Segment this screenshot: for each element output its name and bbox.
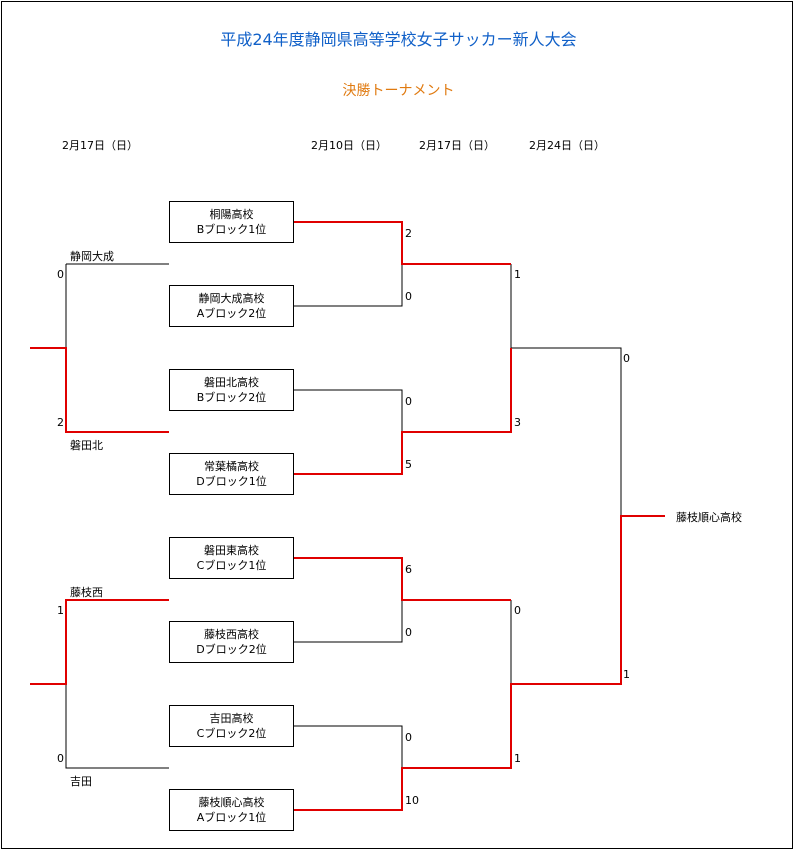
bracket-line xyxy=(65,600,169,769)
team-seed: Dブロック1位 xyxy=(196,475,267,488)
playoff-team: 静岡大成 xyxy=(70,250,114,263)
champion-name: 藤枝順心高校 xyxy=(676,511,742,524)
win-line xyxy=(294,221,511,265)
date-playoff: 2月17日（日） xyxy=(62,139,138,152)
team-seed: Dブロック2位 xyxy=(196,643,267,656)
bracket-line xyxy=(294,725,403,768)
team-name: 磐田東高校 xyxy=(204,544,259,557)
team-seed: Bブロック2位 xyxy=(196,391,267,404)
team-name: 吉田高校 xyxy=(209,712,254,725)
date-round1: 2月10日（日） xyxy=(311,139,387,152)
playoff-score: 1 xyxy=(57,604,64,617)
team-name: 常葉橘高校 xyxy=(204,460,259,473)
playoff-team: 磐田北 xyxy=(70,439,103,452)
team-name: 桐陽高校 xyxy=(209,208,254,221)
team-box: 静岡大成高校 Aブロック2位 xyxy=(169,285,294,327)
team-name: 静岡大成高校 xyxy=(198,292,265,305)
round1-score: 6 xyxy=(405,563,412,576)
team-box: 磐田北高校 Bブロック2位 xyxy=(169,369,294,411)
round1-score: 0 xyxy=(405,395,412,408)
team-seed: Cブロック1位 xyxy=(196,559,267,572)
win-line xyxy=(30,599,169,685)
team-box: 藤枝順心高校 Aブロック1位 xyxy=(169,789,294,831)
team-name: 磐田北高校 xyxy=(204,376,259,389)
semifinal-score: 3 xyxy=(514,416,521,429)
team-name: 藤枝順心高校 xyxy=(198,796,265,809)
team-box: 磐田東高校 Cブロック1位 xyxy=(169,537,294,579)
win-line xyxy=(30,347,169,433)
round1-score: 10 xyxy=(405,794,419,807)
team-seed: Cブロック2位 xyxy=(196,727,267,740)
semifinal-score: 1 xyxy=(514,752,521,765)
final-score: 1 xyxy=(623,668,630,681)
page-subtitle: 決勝トーナメント xyxy=(342,83,455,99)
win-line xyxy=(294,515,665,811)
semifinal-score: 1 xyxy=(514,268,521,281)
bracket-line xyxy=(294,389,403,432)
semifinal-score: 0 xyxy=(514,604,521,617)
round1-score: 2 xyxy=(405,227,412,240)
playoff-score: 2 xyxy=(57,416,64,429)
team-box: 常葉橘高校 Dブロック1位 xyxy=(169,453,294,495)
team-seed: Bブロック1位 xyxy=(196,223,267,236)
team-seed: Aブロック1位 xyxy=(196,811,267,824)
playoff-score: 0 xyxy=(57,752,64,765)
bracket-line xyxy=(294,600,403,643)
team-box: 吉田高校 Cブロック2位 xyxy=(169,705,294,747)
date-final: 2月24日（日） xyxy=(529,139,605,152)
team-seed: Aブロック2位 xyxy=(196,307,267,320)
bracket-line xyxy=(294,264,403,307)
bracket-line xyxy=(511,347,622,516)
round1-score: 0 xyxy=(405,731,412,744)
playoff-score: 0 xyxy=(57,268,64,281)
bracket-line xyxy=(65,263,169,348)
round1-score: 0 xyxy=(405,626,412,639)
final-score: 0 xyxy=(623,352,630,365)
playoff-team: 吉田 xyxy=(70,775,92,788)
round1-score: 5 xyxy=(405,458,412,471)
win-line xyxy=(294,348,512,475)
team-box: 藤枝西高校 Dブロック2位 xyxy=(169,621,294,663)
date-semifinal: 2月17日（日） xyxy=(419,139,495,152)
round1-score: 0 xyxy=(405,290,412,303)
page-title: 平成24年度静岡県高等学校女子サッカー新人大会 xyxy=(220,30,577,49)
team-name: 藤枝西高校 xyxy=(204,628,259,641)
team-box: 桐陽高校 Bブロック1位 xyxy=(169,201,294,243)
playoff-team: 藤枝西 xyxy=(70,586,103,599)
win-line xyxy=(294,557,511,601)
